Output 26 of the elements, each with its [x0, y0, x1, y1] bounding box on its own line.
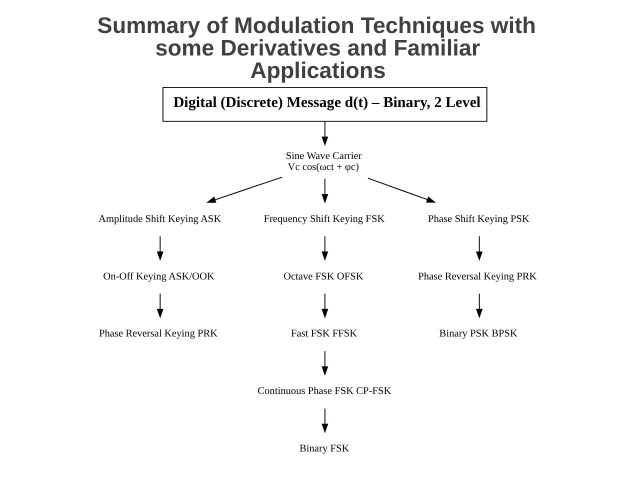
- arrow: [156, 293, 163, 318]
- node-text: Fast FSK FFSK: [290, 328, 357, 340]
- arrow: [476, 293, 482, 318]
- arrow: [156, 236, 163, 261]
- node-text: Frequency Shift Keying FSK: [263, 214, 384, 225]
- arrow: [206, 176, 282, 203]
- arrow: [321, 178, 328, 204]
- arrow: [321, 293, 328, 318]
- arrow: [366, 178, 436, 203]
- node-text: Phase Reversal Keying PRK: [418, 271, 536, 282]
- arrow: [476, 236, 482, 261]
- node-text: Sine Wave Carrier Vc cos(ωct + φc): [285, 150, 362, 174]
- node-text: Phase Reversal Keying PRK: [98, 328, 218, 340]
- node-text: Octave FSK OFSK: [282, 271, 363, 282]
- arrow: [321, 350, 328, 376]
- node-text: Binary PSK BPSK: [438, 328, 517, 340]
- node-text: On-Off Keying ASK/OOK: [102, 271, 214, 282]
- arrow: [321, 408, 328, 434]
- node-text: Continuous Phase FSK CP-FSK: [257, 386, 391, 398]
- diagram-title: Summary of Modulation Techniques with some Derivatives and Familiar Applications: [96, 12, 536, 84]
- node-box: Digital (Discrete) Message d(t) – Binary, 2 Level: [162, 86, 487, 122]
- arrow: [321, 236, 328, 261]
- node-text: Phase Shift Keying PSK: [428, 214, 529, 225]
- arrow: [321, 120, 328, 146]
- node-text: Amplitude Shift Keying ASK: [98, 214, 221, 225]
- node-text: Binary FSK: [298, 444, 349, 455]
